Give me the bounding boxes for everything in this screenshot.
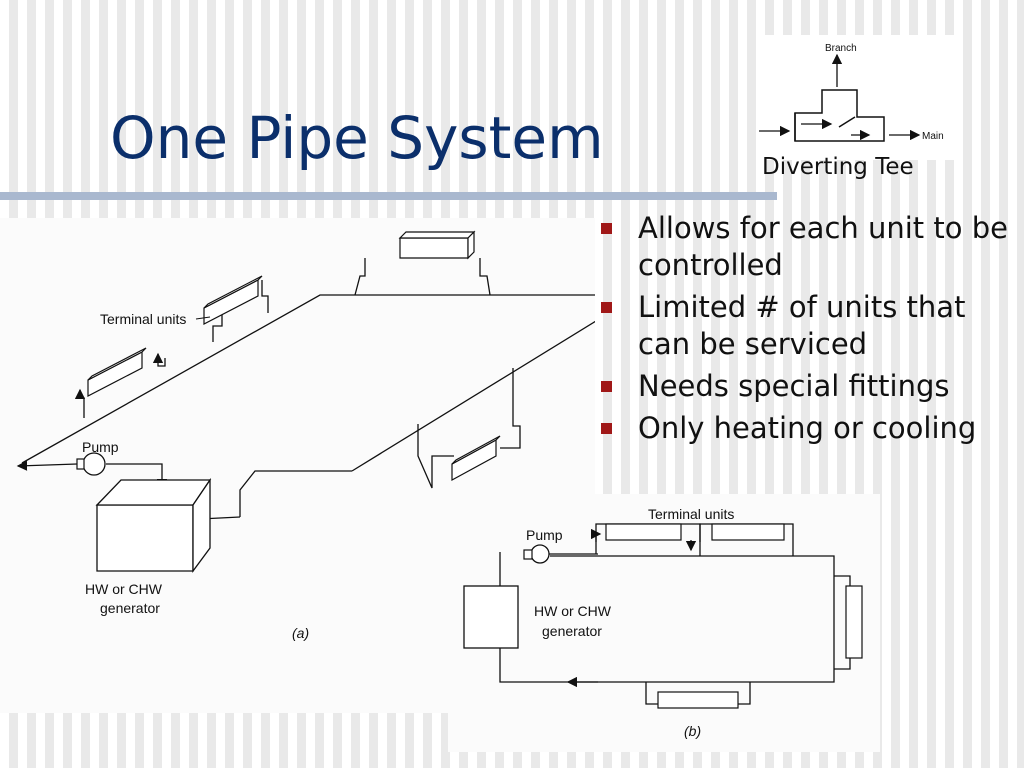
slide-title: One Pipe System: [110, 104, 604, 172]
generator-label-b-line2: generator: [542, 623, 602, 639]
pump-label-b: Pump: [526, 527, 563, 543]
tee-caption: Diverting Tee: [762, 154, 914, 180]
bullet-square-icon: [601, 302, 612, 313]
bullet-item: Allows for each unit to be controlled: [598, 210, 1018, 284]
generator-cube: [95, 477, 212, 573]
terminal-unit-b2: [711, 523, 785, 541]
terminal-units-label-a: Terminal units: [100, 311, 186, 327]
terminal-units-label-b: Terminal units: [648, 506, 734, 522]
tee-branch-label: Branch: [825, 43, 857, 54]
bullet-square-icon: [601, 423, 612, 434]
terminal-unit-top: [399, 237, 469, 259]
bullet-item: Limited # of units that can be serviced: [598, 289, 1018, 363]
figure-b-caption: (b): [684, 723, 701, 739]
tee-main-label: Main: [922, 131, 944, 142]
pump-label-a: Pump: [82, 439, 119, 455]
figure-a-caption: (a): [292, 625, 309, 641]
generator-label-a-line1: HW or CHW: [85, 581, 163, 597]
bullet-list: Allows for each unit to be controlled Li…: [598, 210, 1018, 452]
figure-b-schematic-diagram: Pump Terminal units HW or CHW generator …: [448, 494, 880, 752]
generator-label-b-line1: HW or CHW: [534, 603, 612, 619]
title-underline: [0, 192, 777, 200]
bullet-item: Needs special fittings: [598, 368, 1018, 405]
pump-icon: [82, 452, 106, 476]
terminal-unit-b1: [605, 523, 682, 541]
bullet-square-icon: [601, 381, 612, 392]
terminal-unit-b3: [845, 585, 863, 659]
terminal-unit-b4: [657, 691, 739, 709]
pump-icon-b: [530, 544, 550, 564]
generator-box-b: [463, 585, 519, 649]
diverting-tee-diagram: Branch Main: [759, 35, 960, 160]
bullet-square-icon: [601, 223, 612, 234]
bullet-item: Only heating or cooling: [598, 410, 1018, 447]
generator-label-a-line2: generator: [100, 600, 160, 616]
